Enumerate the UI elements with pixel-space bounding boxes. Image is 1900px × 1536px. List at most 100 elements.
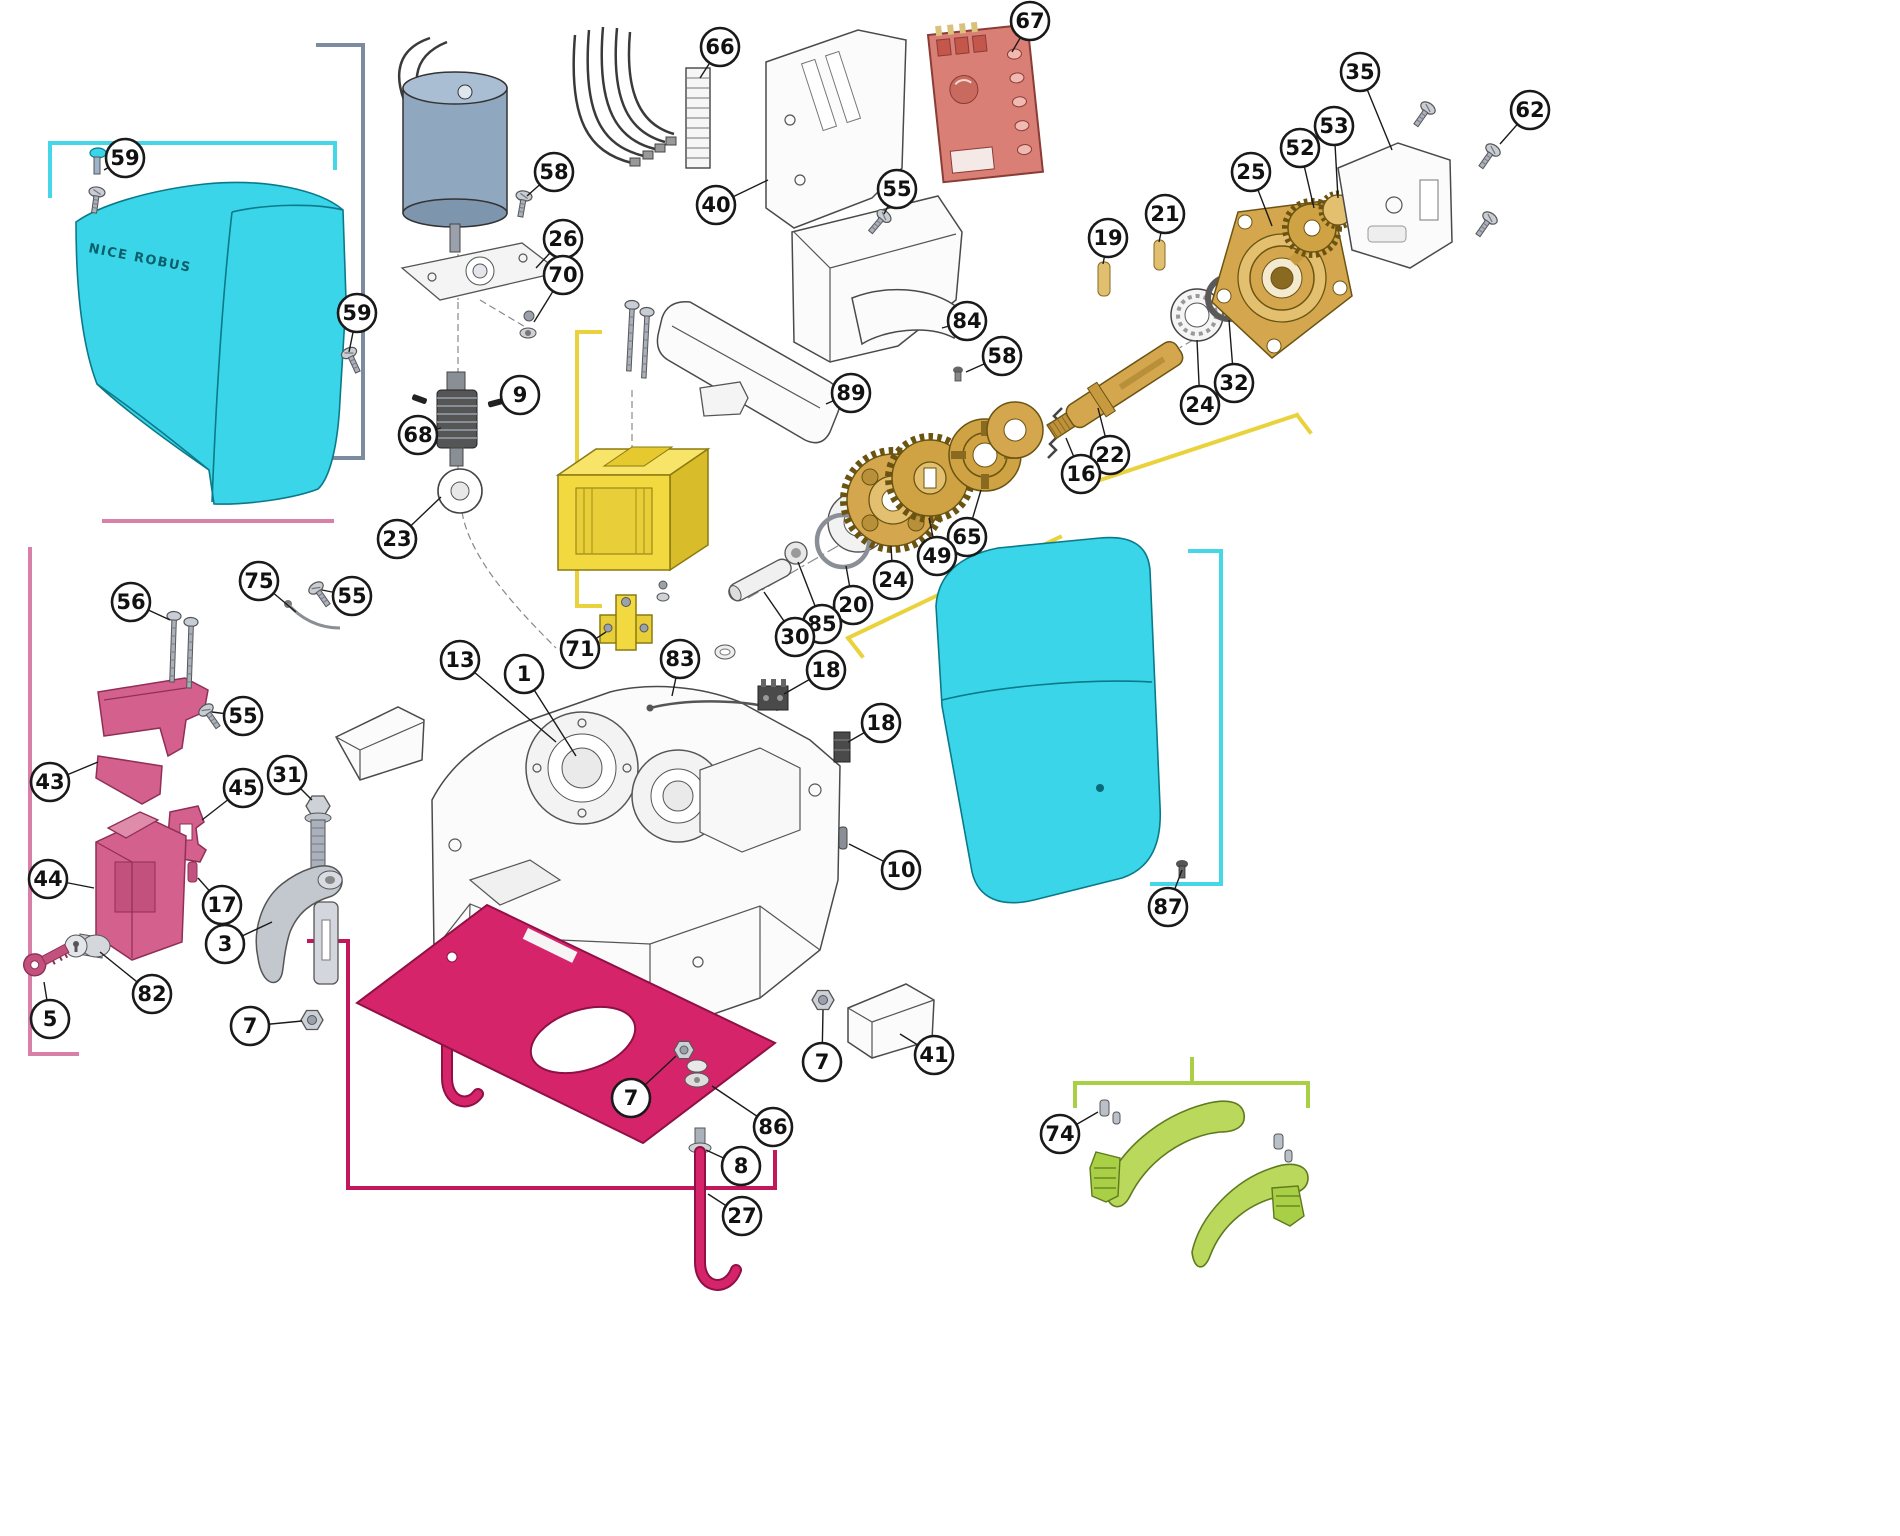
- comb-teeth: [686, 77, 710, 159]
- svg-text:43: 43: [35, 770, 64, 794]
- callout-18: 18: [805, 649, 847, 691]
- harness-terminal-3: [654, 143, 666, 153]
- bearing-24b-hole: [1184, 302, 1210, 328]
- callout-44: 44: [27, 858, 69, 900]
- rod-75: [286, 603, 341, 630]
- wire-link-83-eye: [646, 704, 654, 712]
- well-a-bolt-3: [577, 808, 587, 818]
- callout-65: 65: [946, 516, 988, 558]
- callout-41: 41: [913, 1034, 955, 1076]
- svg-text:86: 86: [758, 1115, 787, 1139]
- connector-18a: [757, 679, 789, 711]
- svg-text:55: 55: [228, 704, 257, 728]
- housing-hole-2: [794, 174, 806, 186]
- group-cover-right: [935, 536, 1188, 904]
- terminal-screw-top: [621, 597, 631, 607]
- callout-26: 26: [542, 218, 584, 260]
- callout-7: 7: [229, 1005, 271, 1047]
- screw-56a: [164, 610, 182, 683]
- harness-terminal-4: [665, 136, 677, 146]
- svg-text:3: 3: [218, 932, 233, 956]
- cover-box-41-edges: [847, 999, 935, 1058]
- key-5: [23, 943, 70, 977]
- handle-pin-1: [1099, 1099, 1110, 1117]
- shaft-22: [1046, 340, 1184, 440]
- terminal-block-71: [599, 594, 653, 651]
- callout-62: 62: [1509, 89, 1551, 131]
- svg-text:27: 27: [727, 1204, 756, 1228]
- svg-text:82: 82: [137, 982, 166, 1006]
- callout-9: 9: [499, 374, 541, 416]
- callout-35: 35: [1339, 51, 1381, 93]
- callout-45: 45: [222, 767, 264, 809]
- callout-10: 10: [880, 849, 922, 891]
- washer-86a: [686, 1059, 708, 1073]
- callout-55: 55: [222, 695, 264, 737]
- callout-66: 66: [699, 26, 741, 68]
- cover-right-shell: [935, 536, 1162, 904]
- pcb-pad-5: [1017, 144, 1032, 156]
- callout-13: 13: [439, 639, 481, 681]
- screw-long-2: [635, 306, 655, 379]
- part-70-washer-hole: [525, 330, 531, 336]
- callout-55: 55: [331, 575, 373, 617]
- svg-text:44: 44: [33, 867, 62, 891]
- svg-text:20: 20: [838, 593, 867, 617]
- cover-left-shell: [75, 181, 347, 505]
- handle-74b-clip-teeth: [1276, 1195, 1300, 1207]
- svg-text:59: 59: [110, 146, 139, 170]
- callout-68: 68: [397, 414, 439, 456]
- svg-text:40: 40: [701, 193, 730, 217]
- motor-bottom: [402, 198, 508, 228]
- svg-text:67: 67: [1015, 9, 1044, 33]
- bracket-43a: [97, 677, 209, 758]
- svg-text:58: 58: [987, 344, 1016, 368]
- handle-boss-hole: [325, 876, 335, 884]
- plate-hole-1: [427, 272, 437, 282]
- group-transformer: [555, 446, 736, 660]
- svg-text:83: 83: [665, 647, 694, 671]
- cover-right-crease: [941, 680, 1153, 701]
- cover-35-slot: [1419, 179, 1439, 221]
- cover-35: [1337, 142, 1453, 269]
- handle-pin-4: [1284, 1149, 1293, 1163]
- bolt-31-threads: [311, 827, 325, 869]
- callout-30: 30: [774, 616, 816, 658]
- pcb-relay-1: [936, 38, 952, 57]
- anchor-hook-front-27: [696, 1148, 740, 1289]
- svg-text:75: 75: [244, 569, 273, 593]
- svg-text:8: 8: [734, 1154, 749, 1178]
- svg-text:5: 5: [43, 1007, 58, 1031]
- svg-text:58: 58: [539, 160, 568, 184]
- washer-23-hole: [450, 481, 470, 501]
- group-housing-40: [765, 29, 963, 363]
- callout-70: 70: [542, 254, 584, 296]
- gear-49-keyway: [923, 467, 937, 489]
- svg-text:24: 24: [1185, 393, 1214, 417]
- callout-71: 71: [559, 628, 601, 670]
- handle-pin-3: [1273, 1133, 1284, 1150]
- svg-text:30: 30: [780, 625, 809, 649]
- pcb-relay-3: [971, 34, 988, 53]
- svg-text:49: 49: [922, 544, 951, 568]
- plate-oval-hole: [529, 1005, 637, 1075]
- callout-3: 3: [204, 923, 246, 965]
- svg-text:66: 66: [705, 35, 734, 59]
- washer-86-hole: [694, 1077, 700, 1083]
- svg-text:7: 7: [624, 1086, 639, 1110]
- transformer-laminations: [583, 488, 645, 554]
- callout-8: 8: [720, 1145, 762, 1187]
- handle-74a-clip: [1089, 1151, 1121, 1203]
- svg-text:56: 56: [116, 590, 145, 614]
- svg-text:65: 65: [952, 525, 981, 549]
- svg-text:26: 26: [548, 227, 577, 251]
- key-pin-9a: [411, 394, 427, 404]
- coupling-top: [446, 371, 466, 391]
- svg-text:22: 22: [1095, 443, 1124, 467]
- harness-wire-2: [586, 29, 645, 158]
- chassis-pocket: [468, 859, 562, 906]
- housing-hole-1: [784, 114, 796, 126]
- group-pcb-67: [926, 21, 1045, 184]
- nut-7c: [673, 1040, 695, 1060]
